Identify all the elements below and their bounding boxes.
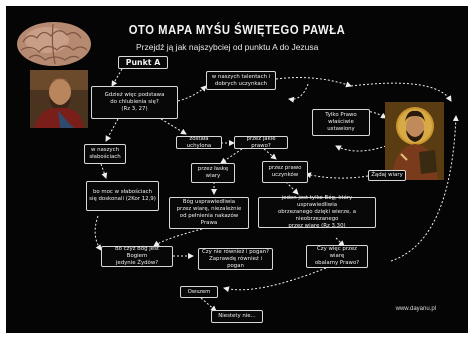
node-zostala-uchylona: została uchylona	[176, 136, 222, 149]
arrow-gdziez-to-slabosci	[105, 118, 119, 142]
arrow-bog-to-bo-czyz	[153, 227, 207, 247]
arrow-zadaj-to-uczynkow	[305, 172, 369, 179]
node-przez-laske-wiary: przez łaskę wiary	[191, 163, 235, 183]
arrow-jeden-to-czywiec	[335, 237, 345, 247]
source-url: www.dayanu.pl	[395, 306, 436, 312]
node-przez-jakie-prawo: przez jakie prawo?	[234, 136, 288, 149]
brain-image	[17, 22, 91, 66]
node-gdziez-wiec: Gdzież więc podstawa do chlubienia się? …	[91, 86, 178, 119]
node-tylko-prawo: Tylko Prawo właściwie ustawiony	[312, 109, 370, 136]
arrow-jakie-to-uczynkow	[263, 148, 277, 160]
node-czy-nie-rowniez: Czy nie również i pogan? Zaprawdę równie…	[198, 248, 273, 270]
page-title: OTO MAPA MYŚU ŚWIĘTEGO PAWŁA	[128, 23, 346, 37]
mind-map-canvas: OTO MAPA MYŚU ŚWIĘTEGO PAWŁA Przejdź ją …	[6, 6, 468, 333]
node-w-naszych-slabosciach: w naszych słabościach	[84, 144, 126, 164]
node-niestety-nie: Niestety nie...	[211, 310, 263, 323]
node-w-naszych-talentach: w naszych talentach i dobrych uczynkach	[206, 71, 276, 90]
christ-pantocrator-icon	[385, 102, 444, 180]
arrow-top-loop	[288, 83, 309, 103]
node-bog-usprawiedliwia: Bóg usprawiedliwia przez wiarę, niezależ…	[169, 197, 249, 229]
node-punkt-a: Punkt A	[118, 56, 168, 69]
arrow-slabosci-to-bomoc	[100, 163, 108, 179]
node-bo-moc: bo moc w słabościach się doskonali (2Kor…	[86, 181, 159, 211]
arrow-talenty-to-dots	[275, 77, 352, 88]
arrow-jesus-to-tylko	[335, 145, 387, 152]
arrow-punkta-to-gdziez	[111, 68, 123, 87]
connector-arrows	[94, 68, 459, 312]
node-bo-czyz-bog: Bo czyż Bóg jest Bogiem jedynie Żydów?	[101, 246, 173, 267]
arrow-gdziez-to-talenty	[177, 85, 207, 102]
arrow-czywiec-to-owszem	[223, 267, 327, 293]
page-subtitle: Przejdź ją jak najszybciej od punktu A d…	[136, 42, 319, 52]
arrow-jakie-to-laske	[220, 148, 243, 164]
node-jeden-jest-tylko-bog: jeden jest tylko Bóg, który usprawiedliw…	[258, 195, 376, 229]
node-przez-prawo-uczynkow: przez prawo uczynków	[262, 161, 308, 183]
arrow-gdziez-to-uchylona	[160, 118, 187, 135]
node-owszem: Owszem	[180, 286, 218, 298]
arrow-owszem-to-niestety	[200, 297, 217, 312]
arrow-uczynkow-to-jeden	[285, 181, 299, 195]
arrow-bomoc-to-bo-czyz	[94, 215, 102, 251]
saint-paul-portrait	[30, 70, 88, 128]
arrow-czywiec-to-jesus	[390, 115, 459, 262]
arrow-dots-to-jesus	[350, 82, 452, 102]
node-czy-wiec-przez-wiare: Czy więc przez wiarę obalamy Prawo?	[306, 245, 368, 268]
node-zadaj-wiary: Żądaj wiary	[368, 170, 406, 181]
